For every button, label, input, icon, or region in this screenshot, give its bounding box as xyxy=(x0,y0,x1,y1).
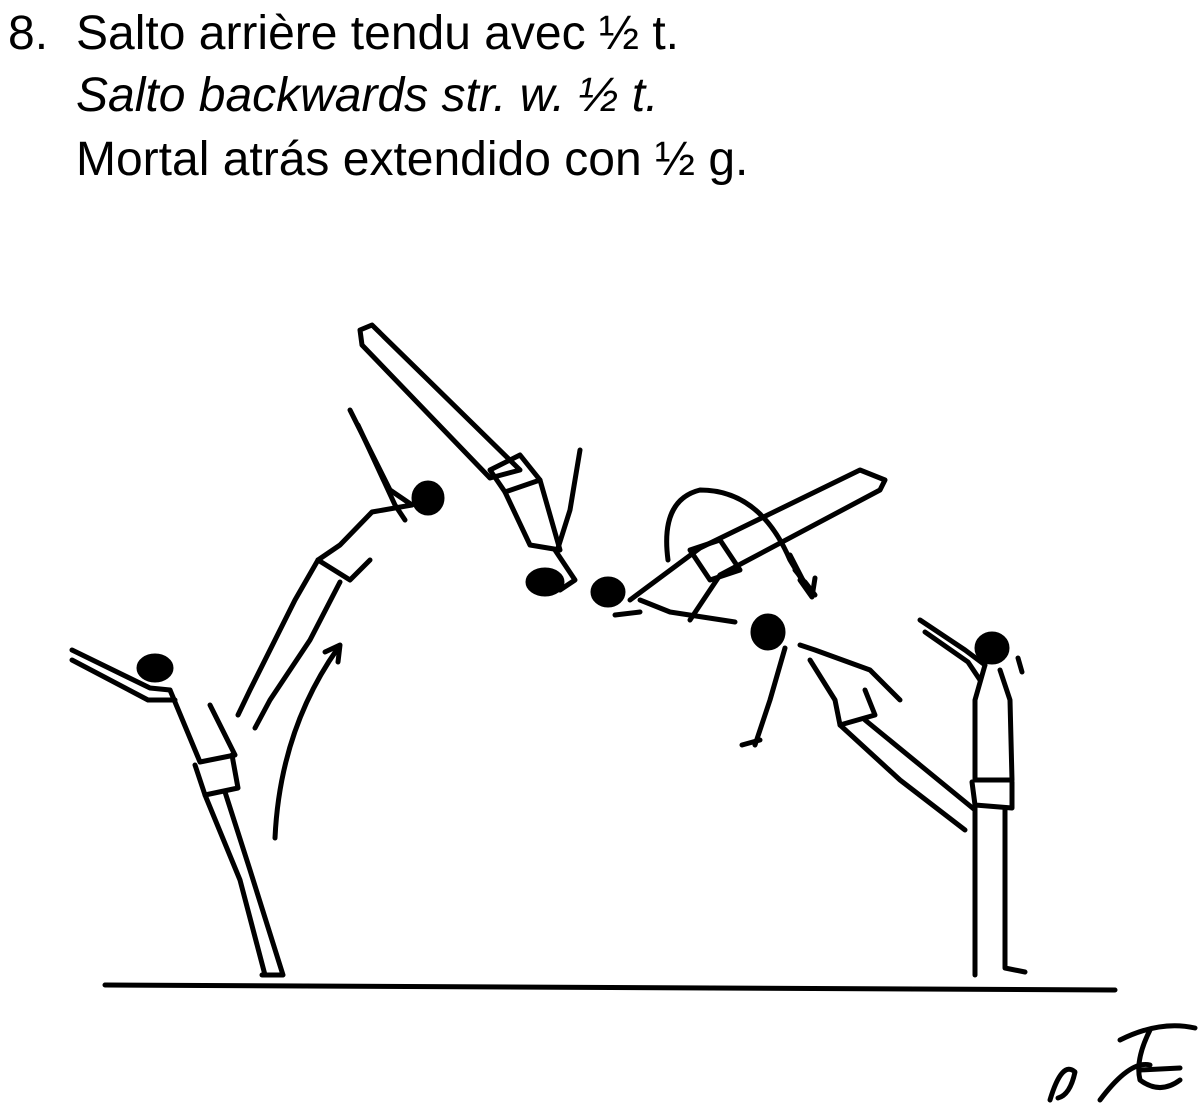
takeoff-figure xyxy=(72,650,283,975)
signature-icon xyxy=(1050,1026,1195,1100)
twist-arrow xyxy=(790,555,815,597)
inverted-figure xyxy=(360,325,580,595)
landing-figure xyxy=(920,620,1025,975)
arch-figure xyxy=(238,410,443,728)
twisting-figure xyxy=(592,470,885,622)
floor-line xyxy=(105,985,1115,990)
descending-figure xyxy=(742,615,975,830)
